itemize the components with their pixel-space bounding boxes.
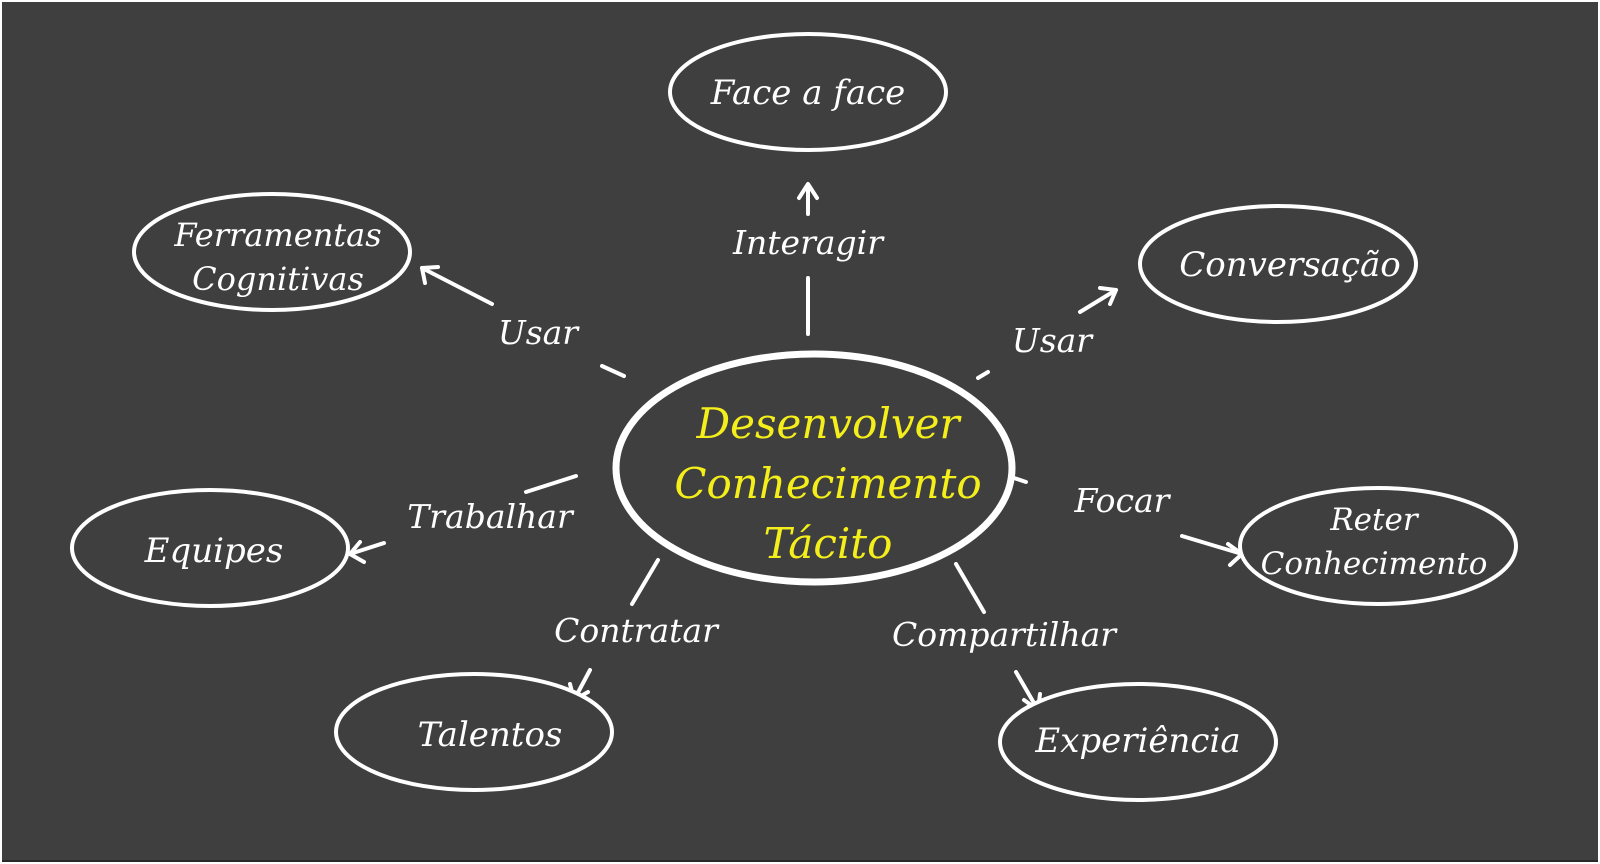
arrowhead-trabalhar-icon bbox=[348, 540, 366, 564]
node-text-talentos: Talentos bbox=[418, 715, 563, 755]
edge-line-usar-left-upper bbox=[420, 266, 494, 306]
arrowhead-interagir-icon bbox=[797, 182, 819, 200]
edge-line-focar bbox=[1012, 476, 1028, 484]
edge-line-trabalhar-lower bbox=[348, 541, 386, 556]
node-talentos bbox=[334, 672, 614, 792]
center-node bbox=[612, 350, 1016, 586]
edge-line-usar-right-upper bbox=[1078, 288, 1118, 314]
edge-label-focar: Focar bbox=[1074, 481, 1172, 520]
node-text-ferramentas-line2: Cognitivas bbox=[192, 260, 364, 298]
arrowhead-usar-left-icon bbox=[420, 265, 440, 285]
node-text-face-a-face: Face a face bbox=[710, 73, 906, 113]
node-face-a-face bbox=[668, 32, 948, 152]
center-text-line2: Conhecimento bbox=[674, 459, 981, 508]
node-text-conversacao: Conversação bbox=[1179, 245, 1400, 285]
edge-line-usar-left bbox=[600, 364, 626, 378]
node-text-reter-line1: Reter bbox=[1329, 502, 1419, 538]
edge-label-usar-left: Usar bbox=[498, 313, 580, 352]
arrowhead-usar-right-icon bbox=[1098, 286, 1118, 306]
edge-label-interagir: Interagir bbox=[732, 223, 885, 262]
node-text-ferramentas-line1: Ferramentas bbox=[173, 216, 381, 254]
edge-line-focar-lower bbox=[1180, 534, 1244, 556]
edge-label-contratar: Contratar bbox=[554, 611, 720, 650]
edge-label-usar-right: Usar bbox=[1012, 321, 1094, 360]
edge-label-compartilhar: Compartilhar bbox=[892, 615, 1118, 654]
node-text-reter-line2: Conhecimento bbox=[1261, 546, 1488, 582]
edge-line-compartilhar bbox=[954, 562, 986, 614]
node-conversacao bbox=[1138, 204, 1418, 324]
node-text-experiencia: Experiência bbox=[1034, 721, 1240, 761]
edge-line-contratar bbox=[630, 558, 660, 606]
edge-line-usar-right bbox=[976, 370, 990, 380]
center-text-line3: Tácito bbox=[764, 519, 893, 568]
edge-line-trabalhar bbox=[524, 474, 578, 494]
center-text-line1: Desenvolver bbox=[695, 399, 962, 448]
node-reter-conhecimento bbox=[1238, 486, 1518, 606]
node-experiencia bbox=[998, 682, 1278, 802]
node-ferramentas-cognitivas bbox=[132, 192, 412, 312]
node-equipes bbox=[70, 488, 350, 608]
node-text-equipes: Equipes bbox=[144, 531, 284, 571]
edge-label-trabalhar: Trabalhar bbox=[407, 497, 575, 536]
